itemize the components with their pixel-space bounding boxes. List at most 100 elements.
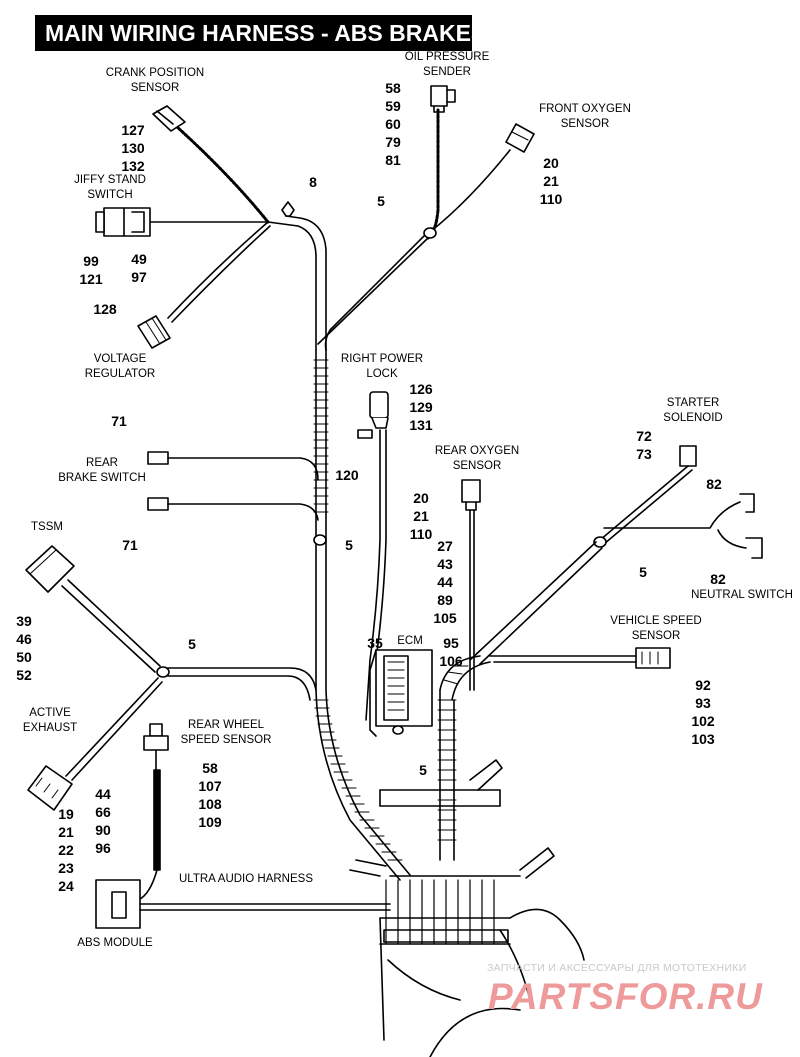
callout-number: 21	[413, 508, 429, 524]
callout-number: 22	[58, 842, 74, 858]
label-line: REAR WHEEL	[187, 719, 265, 731]
label-line: FRONT OXYGEN	[539, 103, 631, 115]
jiffy-stand-switch-label: JIFFY STAND SWITCH	[60, 173, 160, 203]
callout-rear-wheel-speed-sensor: 58 107 108 109	[190, 759, 230, 831]
abs-module-label: ABS MODULE	[70, 936, 160, 951]
neutral-switch-label: NEUTRAL SWITCH	[690, 588, 794, 603]
callout-number: 21	[58, 824, 74, 840]
label-line: TSSM	[31, 521, 63, 533]
callout-number: 130	[121, 140, 145, 156]
rear-oxygen-sensor-label: REAR OXYGEN SENSOR	[422, 444, 532, 474]
label-line: ULTRA AUDIO HARNESS	[179, 873, 313, 885]
callout-number: 44	[437, 574, 453, 590]
label-line: SPEED SENSOR	[180, 734, 272, 746]
callout-jiffy-stand-left: 99 121	[76, 252, 106, 288]
label-line: ABS MODULE	[77, 937, 153, 949]
label-line: LOCK	[366, 368, 398, 380]
label-line: ACTIVE	[29, 707, 71, 719]
callout-right-power-lock-lower: 120	[330, 466, 364, 484]
callout-number: 107	[198, 778, 222, 794]
callout-number: 103	[691, 731, 715, 747]
callout-number: 128	[93, 301, 117, 317]
callout-number: 19	[58, 806, 74, 822]
rear-wheel-speed-sensor-label: REAR WHEEL SPEED SENSOR	[176, 718, 276, 748]
callout-number: 129	[409, 399, 433, 415]
callout-number: 106	[439, 653, 463, 669]
callout-number: 71	[111, 413, 127, 429]
label-line: EXHAUST	[22, 722, 78, 734]
callout-jiffy-stand-right: 49 97	[124, 250, 154, 286]
label-line: BRAKE SWITCH	[58, 472, 146, 484]
callout-number: 35	[367, 635, 383, 651]
label-line: SOLENOID	[663, 412, 723, 424]
label-line: VOLTAGE	[93, 353, 147, 365]
callout-number: 8	[309, 174, 317, 190]
ultra-audio-harness-label: ULTRA AUDIO HARNESS	[178, 872, 314, 887]
callout-neutral-switch-top: 82	[702, 475, 726, 493]
voltage-regulator-label: VOLTAGE REGULATOR	[75, 352, 165, 382]
callout-number: 132	[121, 158, 145, 174]
callout-clip-top: 8	[304, 173, 322, 191]
callout-number: 58	[385, 80, 401, 96]
starter-solenoid-label: STARTER SOLENOID	[648, 396, 738, 426]
label-line: REAR	[86, 457, 118, 469]
callout-neutral-switch-bottom: 82	[706, 570, 730, 588]
rear-brake-switch-label: REAR BRAKE SWITCH	[52, 456, 152, 486]
label-line: SWITCH	[87, 189, 133, 201]
callout-number: 24	[58, 878, 74, 894]
callout-clip-mid: 5	[340, 536, 358, 554]
callout-oil-pressure-sender: 58 59 60 79 81	[378, 79, 408, 169]
callout-number: 110	[539, 191, 563, 207]
ecm-label: ECM	[392, 634, 428, 649]
label-line: REAR OXYGEN	[434, 445, 520, 457]
label-line: REGULATOR	[84, 368, 156, 380]
callout-number: 73	[636, 446, 652, 462]
callout-clip-ecm: 5	[414, 761, 432, 779]
callout-number: 20	[413, 490, 429, 506]
callout-number: 102	[691, 713, 715, 729]
callout-number: 81	[385, 152, 401, 168]
vehicle-speed-sensor-label: VEHICLE SPEED SENSOR	[604, 614, 708, 644]
callout-number: 27	[437, 538, 453, 554]
callout-vehicle-speed-sensor: 92 93 102 103	[686, 676, 720, 748]
callout-number: 131	[409, 417, 433, 433]
callout-number: 82	[710, 571, 726, 587]
callout-number: 121	[79, 271, 103, 287]
callout-ecm-right: 95 106	[434, 634, 468, 670]
callout-number: 5	[377, 193, 385, 209]
label-line: SENSOR	[560, 118, 610, 130]
callout-number: 90	[95, 822, 111, 838]
callout-number: 44	[95, 786, 111, 802]
callout-clip-right: 5	[634, 563, 652, 581]
callout-number: 97	[131, 269, 147, 285]
callout-number: 82	[706, 476, 722, 492]
callout-number: 59	[385, 98, 401, 114]
oil-pressure-sender-label: OIL PRESSURE SENDER	[392, 50, 502, 80]
callout-number: 79	[385, 134, 401, 150]
callout-number: 126	[409, 381, 433, 397]
callout-voltage-regulator: 128	[88, 300, 122, 318]
callout-number: 89	[437, 592, 453, 608]
callout-number: 46	[16, 631, 32, 647]
watermark-logo: PARTSFOR.RU	[488, 976, 763, 1017]
callout-number: 92	[695, 677, 711, 693]
label-line: OIL PRESSURE	[404, 51, 490, 63]
diagram-title: MAIN WIRING HARNESS - ABS BRAKES	[35, 15, 486, 51]
callout-number: 60	[385, 116, 401, 132]
label-line: RIGHT POWER	[340, 353, 424, 365]
callout-rear-oxygen-sensor: 20 21 110	[404, 489, 438, 543]
callout-number: 105	[433, 610, 457, 626]
callout-number: 72	[636, 428, 652, 444]
label-line: VEHICLE SPEED	[610, 615, 702, 627]
callout-clip-tssm: 5	[183, 635, 201, 653]
callout-number: 99	[83, 253, 99, 269]
callout-starter-solenoid: 72 73	[632, 427, 656, 463]
callout-number: 109	[198, 814, 222, 830]
callout-number: 71	[122, 537, 138, 553]
callout-number: 110	[409, 526, 433, 542]
crank-position-sensor-label: CRANK POSITION SENSOR	[100, 66, 210, 96]
label-line: SENSOR	[452, 460, 502, 472]
callout-number: 127	[121, 122, 145, 138]
callout-ecm-left: 35	[362, 634, 388, 652]
callout-number: 95	[443, 635, 459, 651]
